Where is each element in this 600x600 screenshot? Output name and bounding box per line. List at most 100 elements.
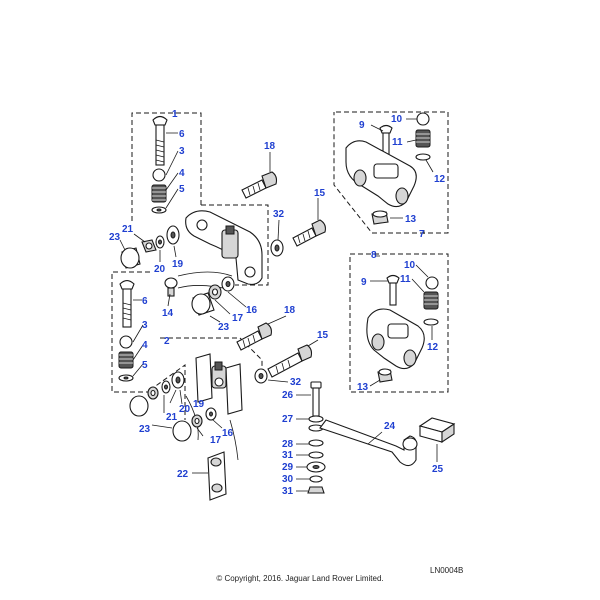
nut-21-lower (147, 386, 159, 400)
callout-12-top: 12 (434, 174, 446, 185)
callout-4-lower: 4 (142, 340, 148, 351)
callout-20-upper: 20 (154, 264, 166, 275)
washer-12-top (415, 153, 431, 161)
washer-5-lower (118, 374, 134, 382)
callout-3-lower: 3 (142, 320, 148, 331)
callout-10-middle: 10 (404, 260, 416, 271)
callout-25: 25 (432, 464, 444, 475)
group-box-8 (349, 253, 449, 393)
callout-16-lower: 16 (222, 428, 234, 439)
washer-32-upper (270, 239, 284, 257)
bolt-15-upper (292, 219, 326, 247)
callout-18-upper: 18 (264, 141, 276, 152)
callout-26: 26 (282, 390, 294, 401)
callout-21-lower: 21 (166, 412, 178, 423)
bolt-26 (310, 381, 322, 417)
callout-29: 29 (282, 462, 294, 473)
callout-23-lower: 23 (139, 424, 151, 435)
washer-5-top (151, 206, 167, 214)
callout-16-upper: 16 (246, 305, 258, 316)
callout-13-top: 13 (405, 214, 417, 225)
spring-4-top (151, 184, 167, 203)
spring-11-top (415, 129, 431, 148)
washer-20-upper (155, 235, 165, 249)
callout-11-middle: 11 (400, 274, 411, 285)
callout-21-upper: 21 (122, 224, 134, 235)
block-25 (418, 417, 456, 444)
arm-24 (319, 419, 418, 467)
callout-9-middle: 9 (361, 277, 367, 288)
washer-19-upper (166, 225, 180, 245)
callout-7: 7 (419, 229, 425, 240)
bolt-18-upper (241, 171, 278, 199)
washer-31-upper (308, 451, 324, 459)
callout-23-middle: 23 (218, 322, 230, 333)
hinge-casting-top (345, 140, 417, 208)
spring-11-middle (423, 291, 439, 310)
callout-6-lower: 6 (142, 296, 148, 307)
washer-12-middle (423, 318, 439, 326)
callout-19-lower: 19 (193, 399, 205, 410)
callout-4-top: 4 (179, 168, 185, 179)
hinge-casting-middle (366, 308, 425, 370)
bush-23-upper (120, 247, 141, 269)
callout-31-lower: 31 (282, 486, 294, 497)
bush-23-lower-right (172, 420, 192, 442)
callout-22: 22 (177, 469, 189, 480)
washer-32-lower (254, 368, 268, 384)
callout-3-top: 3 (179, 146, 185, 157)
ball-3-lower (119, 335, 133, 349)
callout-10-top: 10 (391, 114, 403, 125)
spring-4-lower (118, 351, 134, 369)
callout-30: 30 (282, 474, 294, 485)
callout-12-middle: 12 (427, 342, 439, 353)
nut-17-middle (208, 284, 222, 300)
callout-13-middle: 13 (357, 382, 369, 393)
washer-19-lower (171, 371, 185, 389)
bush-23-middle (191, 292, 215, 316)
bracket-22 (207, 451, 227, 501)
group-box-1 (131, 112, 269, 286)
nut-21-upper (141, 239, 157, 253)
nut-17-lower (191, 414, 203, 428)
callout-8: 8 (371, 250, 377, 261)
callout-24: 24 (384, 421, 396, 432)
bolt-9-top (379, 124, 393, 164)
callout-15-lower: 15 (317, 330, 329, 341)
cap-10-middle (425, 276, 439, 290)
bush-23-lower-left (129, 395, 149, 417)
bolt-15-lower (267, 344, 313, 378)
hinge-bracket-lower (195, 353, 243, 415)
copyright-notice: © Copyright, 2016. Jaguar Land Rover Lim… (216, 574, 384, 583)
callout-17-upper: 17 (232, 313, 244, 324)
callout-17-lower: 17 (210, 435, 222, 446)
callout-6-top: 6 (179, 129, 185, 140)
washer-27-a (308, 415, 324, 423)
callout-11-top: 11 (392, 137, 403, 148)
callout-31-upper: 31 (282, 450, 294, 461)
diagram-reference-code: LN0004B (430, 566, 464, 575)
nut-13-middle (377, 368, 393, 383)
washer-30 (309, 475, 323, 483)
bolt-6-top (152, 115, 168, 166)
hinge-bracket-upper (185, 210, 263, 285)
callout-23-upper: 23 (109, 232, 121, 243)
callout-labels: 1 6 3 4 5 18 15 32 21 23 20 19 14 16 17 … (109, 109, 446, 497)
cap-10-top (416, 112, 430, 126)
callout-15-upper: 15 (314, 188, 326, 199)
washer-20-lower (161, 380, 171, 394)
bush-29 (306, 461, 326, 473)
bolt-6-lower (119, 279, 135, 328)
callout-1: 1 (172, 109, 178, 120)
nut-13-top (371, 210, 389, 225)
callout-5-lower: 5 (142, 360, 148, 371)
callout-14: 14 (162, 308, 174, 319)
callout-5-top: 5 (179, 184, 185, 195)
washer-16-lower (205, 407, 217, 421)
callout-32-upper: 32 (273, 209, 285, 220)
callout-19-upper: 19 (172, 259, 184, 270)
callout-2: 2 (164, 336, 170, 347)
callout-28: 28 (282, 439, 294, 450)
ball-3-top (152, 168, 166, 182)
